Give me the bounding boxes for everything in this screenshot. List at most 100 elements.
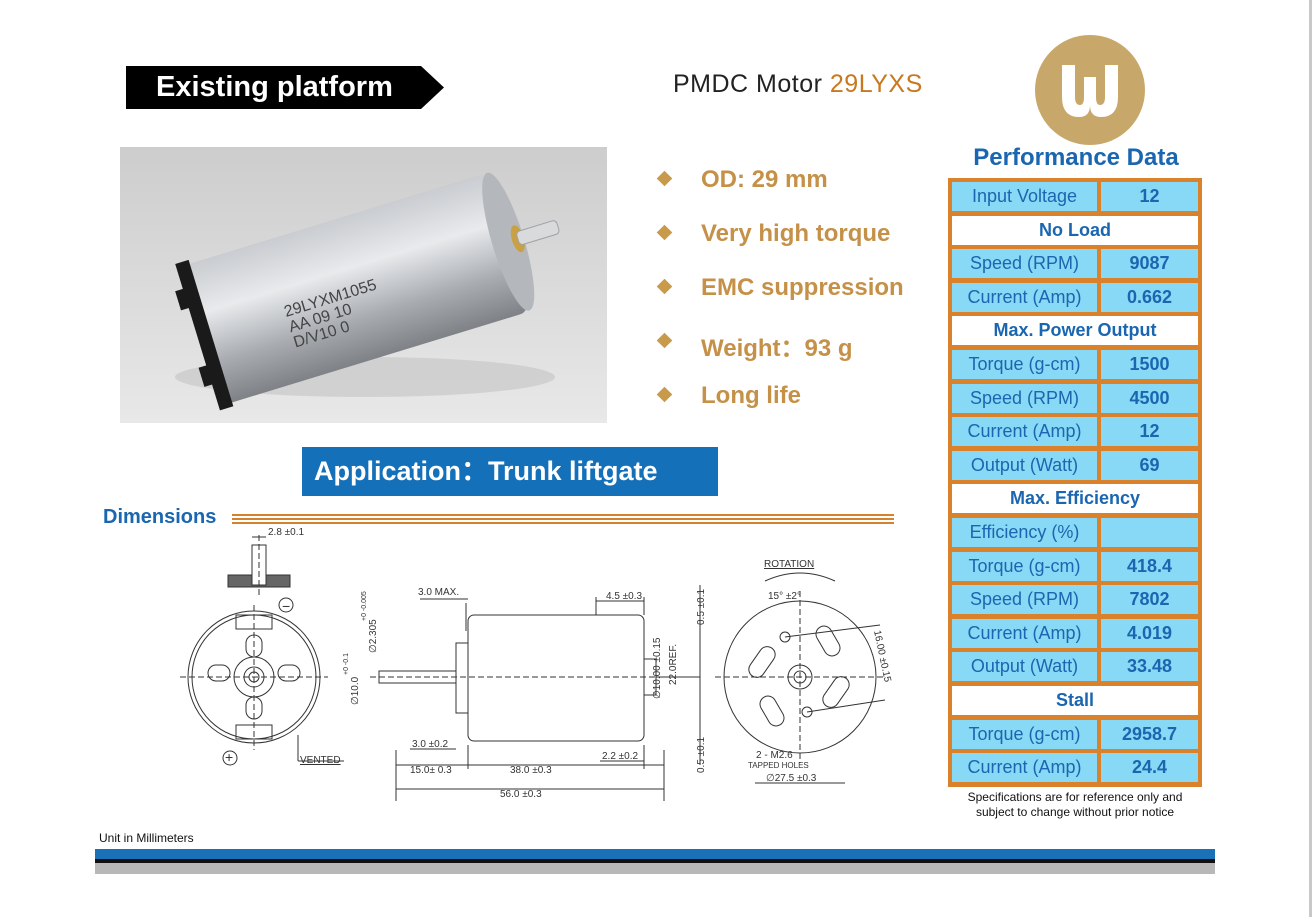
section-row: Stall bbox=[952, 686, 1198, 715]
row-label: Speed (RPM) bbox=[952, 383, 1097, 413]
row-label: Output (Watt) bbox=[952, 652, 1097, 682]
table-row: Current (Amp)0.662 bbox=[952, 282, 1198, 312]
section-row: No Load bbox=[952, 215, 1198, 245]
section-row: Max. Power Output bbox=[952, 316, 1198, 346]
dim-label: VENTED bbox=[300, 755, 341, 766]
units-note: Unit in Millimeters bbox=[99, 831, 194, 845]
row-label: Current (Amp) bbox=[952, 753, 1097, 783]
row-value: 24.4 bbox=[1101, 753, 1198, 783]
footer-bar bbox=[95, 859, 1215, 863]
row-value: 9087 bbox=[1101, 249, 1198, 279]
table-row: Current (Amp)24.4 bbox=[952, 753, 1198, 783]
minus-terminal-label: − bbox=[282, 598, 290, 614]
section-label: Stall bbox=[952, 686, 1198, 715]
row-label: Current (Amp) bbox=[952, 282, 1097, 312]
footer-bar bbox=[95, 849, 1215, 859]
dimensions-title: Dimensions bbox=[103, 506, 217, 528]
dim-label: 2.8 ±0.1 bbox=[268, 527, 305, 538]
dim-label: 4.5 ±0.3 bbox=[606, 591, 643, 602]
note-line: Specifications are for reference only an… bbox=[967, 790, 1183, 804]
dim-label: 0.5 ±0.1 bbox=[696, 588, 707, 625]
application-text: Application：Trunk liftgate bbox=[314, 456, 658, 486]
divider-line bbox=[232, 514, 894, 516]
row-value: 12 bbox=[1101, 182, 1198, 211]
feature-text: Weight：93 g bbox=[701, 335, 853, 362]
table-row: Efficiency (%) bbox=[952, 518, 1198, 547]
product-model: 29LYXS bbox=[829, 70, 923, 98]
footer-bar bbox=[95, 863, 1215, 874]
note-line: subject to change without prior notice bbox=[975, 805, 1175, 819]
product-prefix: PMDC Motor bbox=[673, 70, 830, 98]
section-label: Max. Power Output bbox=[952, 316, 1198, 346]
row-label: Torque (g-cm) bbox=[952, 350, 1097, 379]
table-row: Speed (RPM)9087 bbox=[952, 249, 1198, 279]
section-label: No Load bbox=[952, 215, 1198, 245]
dim-label: 38.0 ±0.3 bbox=[510, 765, 552, 776]
dim-label: 56.0 ±0.3 bbox=[500, 789, 542, 800]
table-row: Torque (g-cm)2958.7 bbox=[952, 719, 1198, 749]
dim-label: 2 - M2.6 bbox=[756, 750, 793, 761]
row-value: 418.4 bbox=[1101, 551, 1198, 581]
row-label: Speed (RPM) bbox=[952, 585, 1097, 615]
row-label: Current (Amp) bbox=[952, 417, 1097, 447]
dim-label: 16.00 ±0.15 bbox=[871, 629, 893, 683]
diamond-bullet-icon bbox=[656, 170, 673, 187]
feature-text: Very high torque bbox=[701, 220, 891, 247]
table-row: Output (Watt)69 bbox=[952, 450, 1198, 480]
dim-label: ∅27.5 ±0.3 bbox=[766, 773, 817, 784]
table-row: Torque (g-cm)418.4 bbox=[952, 551, 1198, 581]
table-row: Output (Watt)33.48 bbox=[952, 652, 1198, 682]
diamond-bullet-icon bbox=[656, 386, 673, 403]
row-label: Input Voltage bbox=[952, 182, 1097, 211]
table-row: Speed (RPM)7802 bbox=[952, 585, 1198, 615]
performance-title: Performance Data bbox=[973, 144, 1179, 171]
table-row: Torque (g-cm)1500 bbox=[952, 350, 1198, 379]
dim-label: 22.0REF. bbox=[668, 644, 679, 685]
diamond-bullet-icon bbox=[656, 224, 673, 241]
row-label: Efficiency (%) bbox=[952, 518, 1097, 547]
row-value: 12 bbox=[1101, 417, 1198, 447]
dim-label: 2.2 ±0.2 bbox=[602, 751, 639, 762]
dimension-drawing: 2.8 ±0.1 3.0 MAX. 4.5 ±0.3 3.0 ±0.2 15.0… bbox=[180, 527, 893, 801]
dim-label: 0.5 ±0.1 bbox=[696, 736, 707, 773]
dim-label: 3.0 MAX. bbox=[418, 587, 459, 598]
dim-label: +0 -0.005 bbox=[361, 591, 368, 621]
diamond-bullet-icon bbox=[656, 278, 673, 295]
plus-terminal-label: + bbox=[225, 749, 233, 765]
row-value: 2958.7 bbox=[1101, 719, 1198, 749]
row-value bbox=[1101, 518, 1198, 547]
row-label: Speed (RPM) bbox=[952, 249, 1097, 279]
banner-label: Existing platform bbox=[156, 71, 393, 103]
dim-label: ∅2.305 bbox=[368, 619, 379, 653]
row-value: 0.662 bbox=[1101, 282, 1198, 312]
dim-label: TAPPED HOLES bbox=[748, 761, 809, 770]
divider-line bbox=[232, 522, 894, 524]
row-label: Torque (g-cm) bbox=[952, 719, 1097, 749]
row-label: Torque (g-cm) bbox=[952, 551, 1097, 581]
divider-line bbox=[232, 518, 894, 520]
row-value: 7802 bbox=[1101, 585, 1198, 615]
row-label: Output (Watt) bbox=[952, 450, 1097, 480]
table-row: Current (Amp)4.019 bbox=[952, 618, 1198, 648]
diamond-bullet-icon bbox=[656, 332, 673, 349]
dim-label: +0 -0.1 bbox=[343, 653, 350, 675]
feature-text: Long life bbox=[701, 382, 801, 409]
dim-label: 15.0± 0.3 bbox=[410, 765, 452, 776]
dim-label: ROTATION bbox=[764, 559, 814, 570]
application-box: Application：Trunk liftgate bbox=[302, 447, 718, 496]
disclaimer-note: Specifications are for reference only an… bbox=[940, 790, 1210, 820]
dim-label: ∅10.0 bbox=[350, 676, 361, 705]
section-row: Max. Efficiency bbox=[952, 484, 1198, 514]
row-value: 4.019 bbox=[1101, 618, 1198, 648]
row-value: 33.48 bbox=[1101, 652, 1198, 682]
motor-photo: 29LYXM1055 AA 09 10 D/V10 0 bbox=[120, 147, 607, 423]
row-value: 69 bbox=[1101, 450, 1198, 480]
row-value: 1500 bbox=[1101, 350, 1198, 379]
dim-label: ∅10.00 ±0.15 bbox=[652, 637, 663, 699]
row-value: 4500 bbox=[1101, 383, 1198, 413]
company-logo bbox=[1035, 35, 1145, 145]
feature-text: OD: 29 mm bbox=[701, 166, 828, 193]
section-label: Max. Efficiency bbox=[952, 484, 1198, 514]
